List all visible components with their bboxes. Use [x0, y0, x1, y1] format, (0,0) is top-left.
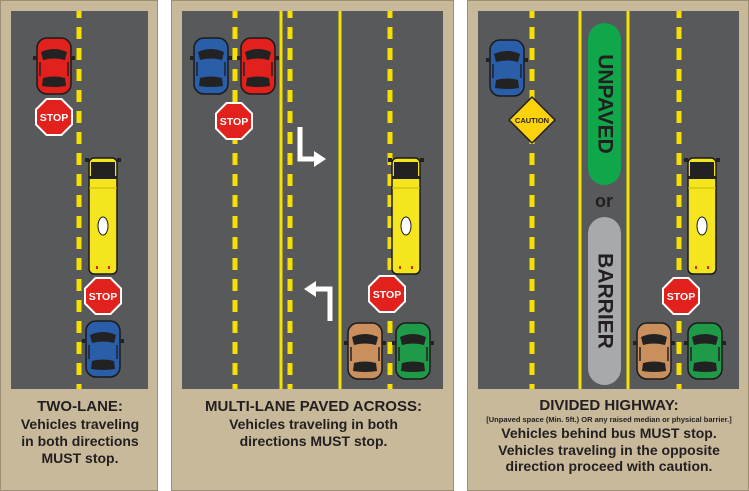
panel-title: TWO-LANE: — [37, 398, 123, 415]
scene-two-lane: STOP STOP — [32, 11, 125, 389]
caption-multi-lane: MULTI-LANE PAVED ACROSS: Vehicles travel… — [172, 398, 455, 450]
road-two-lane: STOP STOP — [11, 11, 148, 389]
stop-sign: STOP — [84, 277, 122, 315]
turn-arrow-left — [304, 281, 330, 321]
must-word: MUST — [639, 424, 680, 441]
tan-car — [343, 322, 387, 380]
stop-sign-label: STOP — [40, 112, 68, 124]
or-label: or — [595, 191, 613, 211]
caution-sign: CAUTION — [507, 95, 557, 145]
stop-sign-label: STOP — [89, 291, 117, 303]
unpaved-label: UNPAVED — [593, 54, 616, 154]
school-bus — [683, 157, 721, 275]
scene-divided-highway: UNPAVED or BARRIER CAUTION STOP — [485, 11, 727, 389]
panel-title: MULTI-LANE PAVED ACROSS: — [205, 398, 422, 415]
caption-line: Vehicles behind bus MUST stop. — [468, 425, 749, 442]
stop-sign: STOP — [368, 275, 406, 313]
caption-rest: stop. — [350, 432, 388, 449]
school-bus — [387, 157, 425, 275]
school-bus — [84, 157, 122, 275]
barrier-median: BARRIER — [588, 217, 621, 385]
red-car — [236, 37, 280, 95]
blue-car — [81, 320, 125, 378]
panel-title: DIVIDED HIGHWAY: — [539, 397, 679, 414]
blue-car — [189, 37, 233, 95]
caption-line: Vehicles traveling in both — [229, 416, 398, 432]
road-multi-lane: STOP STOP — [182, 11, 443, 389]
turn-arrow-right — [300, 127, 326, 167]
caption-line: Vehicles traveling in the opposite — [498, 441, 720, 458]
stop-sign: STOP — [35, 98, 73, 136]
stop-sign-label: STOP — [220, 116, 248, 128]
scene-multi-lane: STOP STOP — [189, 11, 435, 389]
tan-car — [632, 322, 676, 380]
barrier-label: BARRIER — [593, 253, 616, 349]
green-car — [391, 322, 435, 380]
caption-rest: stop. — [679, 424, 717, 441]
stop-sign: STOP — [662, 277, 700, 315]
caption-pre: Vehicles behind bus — [501, 424, 640, 441]
panel-multi-lane: STOP STOP MULTI-LANE PAVED ACROSS: Vehic… — [171, 0, 454, 491]
road-divided-highway: UNPAVED or BARRIER CAUTION STOP — [478, 11, 739, 389]
caution-sign-label: CAUTION — [515, 116, 549, 125]
stop-sign-label: STOP — [373, 289, 401, 301]
stop-sign-label: STOP — [667, 291, 695, 303]
panel-note: [Unpaved space (Min. 5ft.) OR any raised… — [486, 415, 732, 424]
caption-pre: directions — [239, 432, 311, 449]
unpaved-median: UNPAVED — [588, 23, 621, 185]
panel-divided-highway: UNPAVED or BARRIER CAUTION STOP DIVIDED … — [467, 0, 749, 491]
caption-two-lane: TWO-LANE: Vehicles traveling in both dir… — [1, 398, 159, 466]
caption-divided-highway: DIVIDED HIGHWAY: [Unpaved space (Min. 5f… — [468, 397, 749, 475]
caption-line: in both directions — [21, 432, 139, 449]
must-word: MUST — [310, 432, 351, 449]
green-car — [683, 322, 727, 380]
red-car — [32, 37, 76, 95]
stop-sign: STOP — [215, 102, 253, 140]
caption-line: Vehicles traveling — [20, 416, 140, 432]
blue-car — [485, 39, 529, 97]
panel-two-lane: STOP STOP TWO-LANE: Vehicles traveling i… — [0, 0, 158, 491]
caption-line: MUST stop. — [1, 450, 159, 467]
caption-rest: stop. — [81, 449, 119, 466]
must-word: MUST — [41, 449, 82, 466]
caption-line: direction proceed with caution. — [505, 458, 713, 475]
caption-line: directions MUST stop. — [172, 433, 455, 450]
